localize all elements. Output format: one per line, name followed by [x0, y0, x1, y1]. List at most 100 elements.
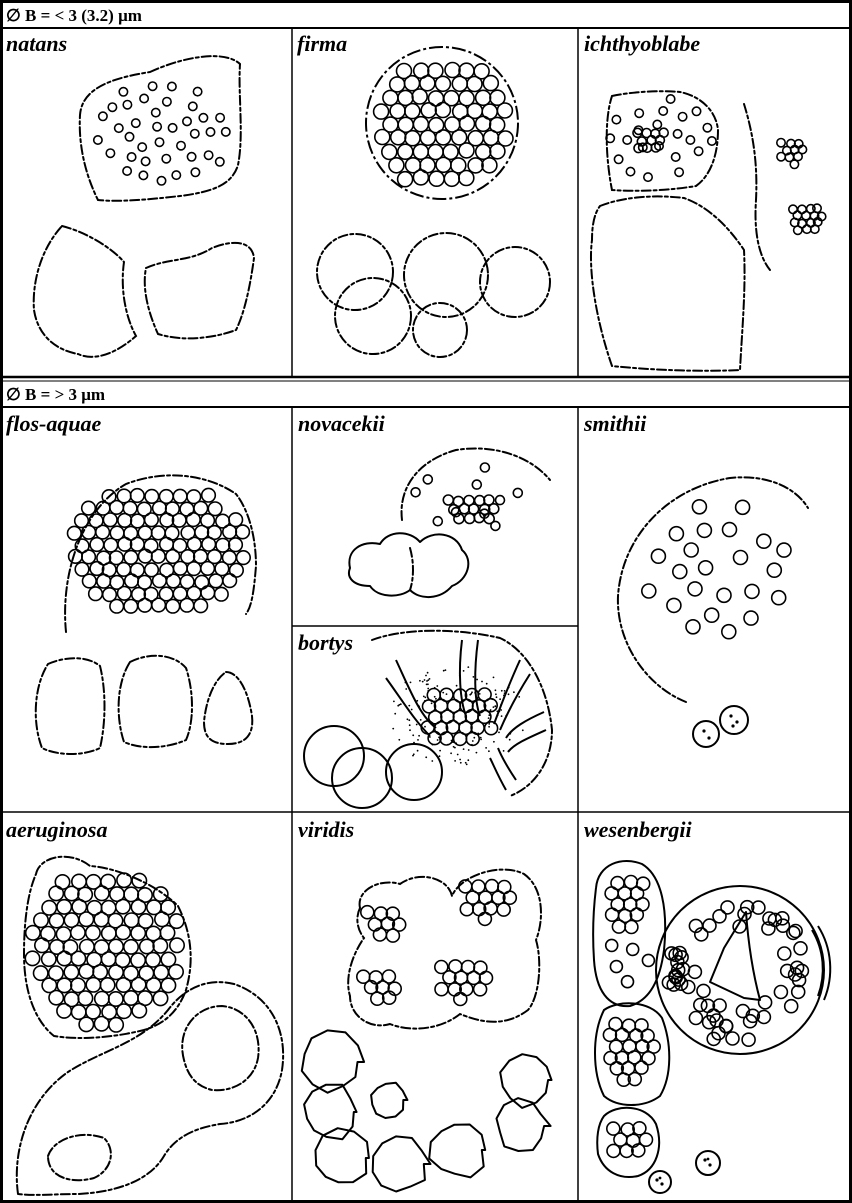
cell-mark — [429, 736, 431, 738]
wesenbergii-arc-1 — [812, 930, 823, 996]
drawing-wesenbergii — [593, 861, 830, 1193]
cell-mark — [612, 115, 620, 123]
drawing-natans — [34, 56, 254, 357]
cell-mark — [422, 681, 424, 683]
cell-mark — [237, 551, 251, 565]
cell-mark — [102, 926, 116, 940]
aeruginosa-inner-ring-small — [48, 1135, 111, 1180]
cell-mark — [425, 675, 427, 677]
cell-mark — [504, 690, 506, 692]
cell-mark — [174, 562, 188, 576]
cell-mark — [153, 123, 161, 131]
cell-mark — [513, 488, 522, 497]
cell-mark — [606, 939, 618, 951]
cell-mark — [101, 952, 115, 966]
cell-mark — [682, 981, 695, 994]
cell-mark — [400, 703, 402, 705]
cell-mark — [466, 732, 479, 745]
cell-mark — [692, 107, 700, 115]
cell-mark — [480, 463, 489, 472]
cell-mark — [606, 908, 619, 921]
flos-aquae-colony-small-1 — [36, 658, 105, 754]
cell-mark — [408, 719, 410, 721]
species-label-wesenbergii: wesenbergii — [584, 817, 692, 842]
cell-mark — [485, 722, 498, 735]
cell-mark — [191, 168, 199, 176]
cell-mark — [509, 733, 511, 735]
cell-mark — [454, 760, 456, 762]
cell-mark — [131, 537, 145, 551]
cell-mark — [201, 562, 215, 576]
drawing-novacekii — [349, 448, 550, 597]
cell-mark — [484, 130, 499, 145]
cell-mark — [127, 153, 135, 161]
cell-mark — [673, 565, 687, 579]
cell-mark — [488, 717, 490, 719]
cell-mark — [785, 1000, 798, 1013]
cell-mark — [459, 143, 474, 158]
cell-mark — [95, 886, 109, 900]
cell-mark — [777, 543, 791, 557]
ichthyoblabe-clusters — [777, 139, 826, 235]
bortys-strand — [475, 640, 480, 716]
cell-mark — [480, 737, 482, 739]
cell-mark — [25, 951, 39, 965]
wesenbergii-single-cell-1 — [649, 1171, 671, 1193]
flos-aquae-cells — [68, 488, 251, 613]
species-label-natans: natans — [6, 31, 67, 56]
viridis-colony — [373, 1136, 431, 1191]
cell-mark — [497, 715, 499, 717]
species-label-novacekii: novacekii — [298, 411, 386, 436]
cell-mark — [57, 900, 71, 914]
wesenbergii-cells — [603, 876, 808, 1158]
cell-mark — [467, 759, 469, 761]
drawing-firma — [317, 47, 550, 357]
cell-mark — [132, 119, 140, 127]
cell-mark — [505, 715, 507, 717]
cell-mark — [405, 76, 420, 91]
cell-mark — [187, 562, 201, 576]
cell-mark — [603, 1028, 616, 1041]
cell-mark — [405, 131, 420, 146]
cell-mark — [468, 749, 470, 751]
ichthyoblabe-large-colony — [591, 196, 745, 370]
species-label-firma: firma — [297, 31, 347, 56]
cell-mark — [215, 587, 229, 601]
cell-mark — [79, 964, 93, 978]
cell-mark — [146, 953, 160, 967]
cell-mark — [476, 752, 478, 754]
cell-mark — [453, 746, 455, 748]
cell-mark — [152, 550, 166, 564]
cell-mark — [155, 138, 163, 146]
cell-mark — [436, 157, 451, 172]
cell-mark — [386, 929, 399, 942]
cell-mark — [789, 205, 797, 213]
cell-mark — [444, 171, 459, 186]
cell-mark — [625, 921, 638, 934]
cell-mark — [115, 124, 123, 132]
cell-mark — [187, 513, 201, 527]
cell-mark — [490, 144, 505, 159]
cell-mark — [124, 940, 138, 954]
cell-mark — [116, 925, 130, 939]
cell-mark — [703, 124, 711, 132]
cell-mark — [439, 755, 441, 757]
cell-mark — [71, 951, 85, 965]
cell-mark — [417, 750, 419, 752]
species-label-ichthyoblabe: ichthyoblabe — [584, 31, 700, 56]
cell-mark — [417, 739, 419, 741]
cell-mark — [374, 104, 389, 119]
cell-mark — [703, 919, 716, 932]
cell-mark — [193, 87, 201, 95]
cell-mark — [495, 689, 497, 691]
cell-mark — [71, 978, 85, 992]
bortys-strand — [508, 730, 546, 752]
cell-mark — [413, 170, 428, 185]
cell-mark — [500, 704, 502, 706]
cell-mark — [389, 158, 404, 173]
cell-mark — [160, 926, 174, 940]
cell-mark — [57, 951, 71, 965]
cell-mark — [170, 938, 184, 952]
cell-mark — [626, 167, 634, 175]
cell-mark — [790, 160, 798, 168]
